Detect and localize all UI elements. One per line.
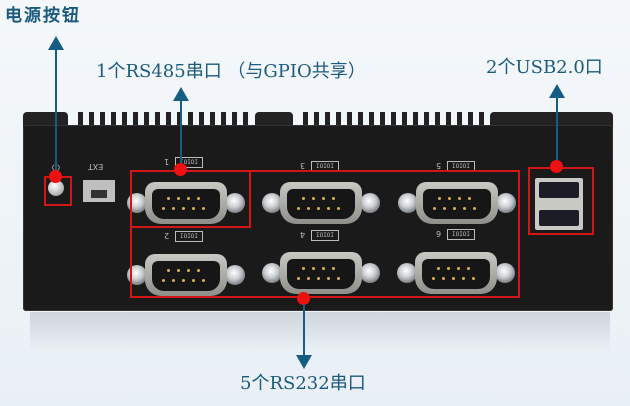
ext-label: EXT bbox=[88, 162, 104, 171]
db9-port-6 bbox=[397, 250, 515, 296]
usb-port-label: 2个USB2.0口 bbox=[486, 57, 603, 78]
rs232-highlight bbox=[130, 170, 520, 298]
heatsink-fins bbox=[23, 112, 613, 130]
db9-port-1 bbox=[127, 180, 245, 226]
serial-icon: IOIOI bbox=[447, 229, 475, 240]
port-number-1: 1 bbox=[164, 157, 170, 166]
device-reflection bbox=[30, 312, 610, 352]
rs485-callout-line bbox=[180, 100, 182, 170]
rs232-callout-line bbox=[303, 304, 305, 357]
rs485-marker-dot bbox=[174, 163, 187, 176]
serial-icon: IOIOI bbox=[175, 157, 203, 168]
db9-port-2 bbox=[127, 252, 245, 298]
db9-port-4 bbox=[262, 250, 380, 296]
usb-port-1 bbox=[539, 182, 579, 198]
db9-port-5 bbox=[398, 180, 516, 226]
power-marker-dot bbox=[49, 170, 62, 183]
db9-port-3 bbox=[262, 180, 380, 226]
port-number-5: 5 bbox=[436, 161, 442, 170]
port-number-3: 3 bbox=[300, 161, 306, 170]
power-arrow-icon bbox=[48, 36, 64, 50]
power-button-label: 电源按钮 bbox=[5, 6, 81, 26]
usb-highlight bbox=[528, 167, 594, 235]
usb-ports bbox=[535, 178, 583, 230]
serial-icon: IOIOI bbox=[175, 231, 203, 242]
serial-icon: IOIOI bbox=[311, 230, 339, 241]
ext-port bbox=[83, 180, 115, 202]
rs232-highlight-top bbox=[249, 170, 520, 172]
usb-marker-dot bbox=[550, 160, 563, 173]
power-button[interactable] bbox=[48, 180, 64, 196]
rs232-arrow-icon bbox=[296, 355, 312, 369]
usb-callout-line bbox=[556, 97, 558, 167]
rs485-port-label: 1个RS485串口 （与GPIO共享） bbox=[96, 61, 366, 82]
usb-port-2 bbox=[539, 210, 579, 226]
power-callout-line bbox=[55, 50, 57, 175]
rs232-port-label: 5个RS232串口 bbox=[240, 373, 366, 394]
rs485-arrow-icon bbox=[173, 87, 189, 101]
usb-arrow-icon bbox=[549, 84, 565, 98]
rs232-marker-dot bbox=[297, 292, 310, 305]
